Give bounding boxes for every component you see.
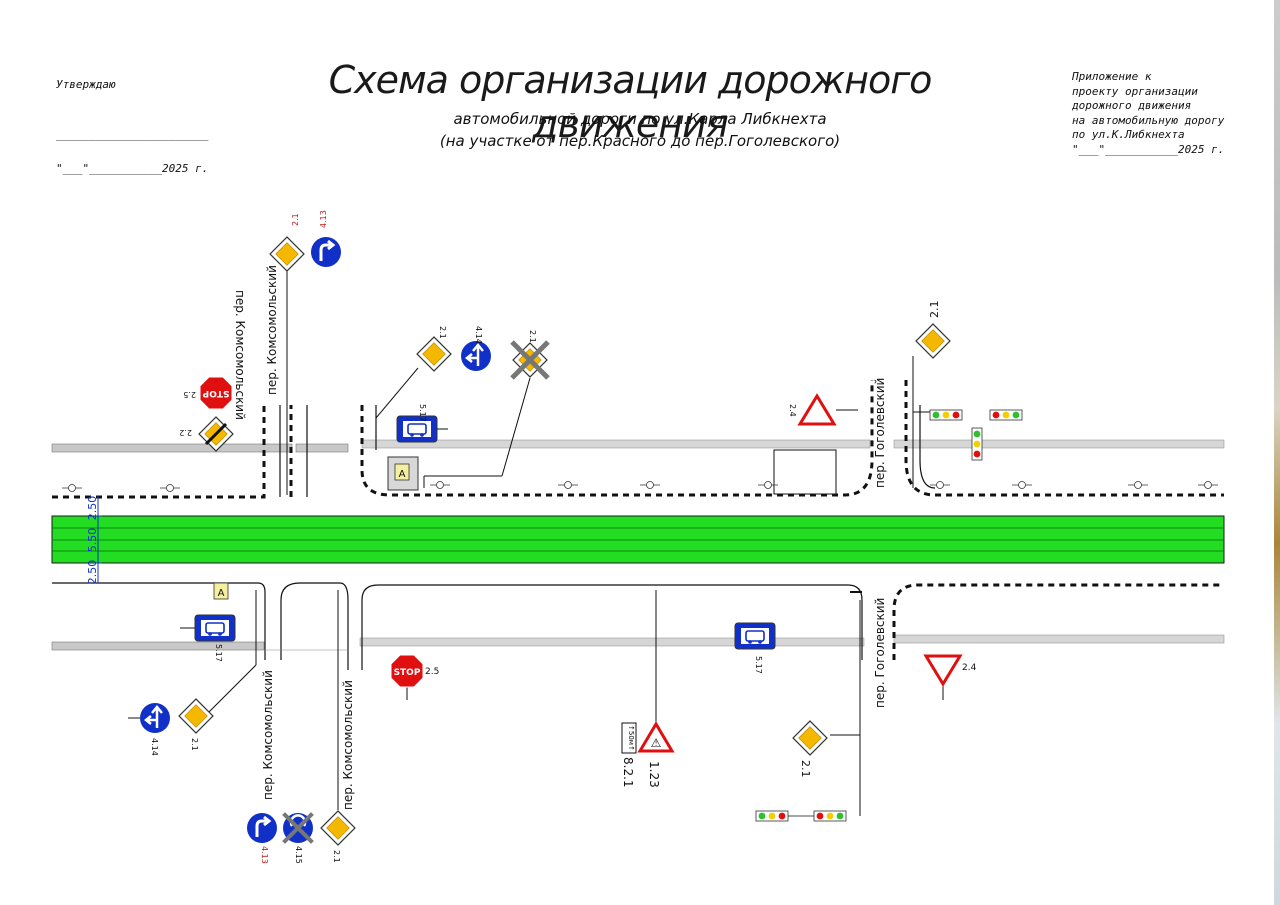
street-label-komsomolsky: пер. Комсомольский [265, 265, 279, 395]
sidewalk [893, 634, 1225, 644]
priority-road-sign [792, 720, 828, 756]
sign-code-label: 5.17 [754, 656, 763, 674]
end-priority-road-sign [198, 416, 234, 452]
sign-code-label: 2.1 [799, 760, 812, 778]
road-edge-north [52, 380, 1224, 499]
main-carriageway [51, 515, 1225, 564]
bus-stop-letter: А [218, 588, 225, 599]
roundabout-sign-removed [283, 813, 313, 843]
bus-stop-pavilion: А [213, 582, 229, 600]
sign-code-label: 4.15 [294, 846, 303, 864]
stop-sign-text: STOP [394, 668, 421, 678]
sign-code-label: 4.14 [474, 326, 483, 344]
road-edge-south-dashed [892, 583, 1224, 660]
approve-signature-line: _______________________ [56, 128, 209, 141]
sign-code-label: 2.1 [291, 213, 300, 226]
appendix-line: Приложение к [1072, 70, 1152, 83]
bus-stop-sign [734, 622, 776, 650]
bus-stop-sign [194, 614, 236, 642]
traffic-light [813, 810, 847, 822]
appendix-block: Приложение к проекту организации дорожно… [1072, 70, 1224, 157]
dimension-label: 5.50 [86, 528, 99, 553]
dimension-line: 2.50 5.50 2.50 [86, 496, 102, 585]
street-label-gogolevsky: пер. Гоголевский [873, 598, 887, 708]
sign-code-label: 2.4 [962, 663, 977, 673]
sign-code-label: 2.5 [183, 390, 196, 399]
sign-code-label: 2.1 [928, 301, 941, 319]
traffic-light [929, 409, 963, 421]
sign-leader-lines [207, 270, 944, 816]
straight-or-left-sign [138, 701, 172, 735]
sign-code-label: 2.1 [438, 326, 447, 339]
approve-label: Утверждаю [56, 78, 116, 91]
street-label-komsomolsky: пер. Комсомольский [261, 670, 275, 800]
distance-plate-text: ↑50м↑ [627, 725, 635, 751]
street-label-komsomolsky: пер. Комсомольский [341, 680, 355, 810]
sidewalk [51, 443, 293, 453]
appendix-line: проекту организации [1072, 84, 1198, 98]
yield-sign [924, 654, 962, 686]
appendix-line: на автомобильную дорогу [1072, 113, 1225, 127]
sign-code-label: 4.13 [319, 210, 328, 228]
sign-code-label: 2.2 [179, 428, 192, 437]
appendix-line: "___"___________2025 г. [1072, 142, 1225, 156]
yield-sign [798, 394, 836, 426]
priority-road-sign-removed [512, 342, 548, 378]
sidewalk [361, 439, 871, 449]
sign-code-label: 2.4 [788, 404, 797, 417]
page-edge-strip [1274, 0, 1280, 905]
approve-date: "___"___________2025 г. [56, 162, 209, 175]
priority-road-sign [320, 810, 356, 846]
sign-code-label: 4.13 [260, 846, 269, 864]
sidewalk [51, 641, 265, 651]
dimension-label: 2.50 [86, 560, 99, 585]
sign-code-label: 2.5 [425, 667, 439, 677]
straight-or-left-sign [459, 339, 493, 373]
sign-code-label: 2.1 [528, 330, 537, 343]
appendix-line: по ул.К.Либкнехта [1072, 128, 1185, 141]
priority-road-sign [416, 336, 452, 372]
traffic-light [971, 427, 983, 461]
road-edge-north-solid [279, 405, 936, 497]
sidewalk [893, 439, 1225, 449]
bus-stop-pavilion: А [387, 456, 419, 491]
sign-code-label: 5.17 [214, 644, 223, 662]
street-label-gogolevsky: пер. Гоголевский [873, 378, 887, 488]
bus-stop-sign [396, 415, 438, 443]
traffic-light [989, 409, 1023, 421]
stop-sign-text: STOP [202, 388, 229, 398]
page-subtitle-2: (на участке от пер.Красного до пер.Гогол… [439, 132, 841, 150]
appendix-line: дорожного движения [1072, 99, 1192, 112]
sign-code-label: 8.2.1 [621, 757, 635, 788]
turn-right-sign [245, 811, 279, 845]
street-label-komsomolsky: пер. Комсомольский [233, 290, 247, 420]
distance-plate: ↑50м↑ [621, 722, 637, 754]
building-outline [773, 449, 837, 495]
sign-code-label: 2.1 [190, 738, 199, 751]
priority-road-sign [915, 323, 951, 359]
sign-code-label: 5.17 [418, 404, 427, 422]
turn-right-sign [309, 235, 343, 269]
sign-code-label: 4.14 [150, 738, 159, 756]
lighting-poles [62, 481, 1218, 492]
priority-road-sign [178, 698, 214, 734]
page-subtitle-1: автомобильной дороги по ул.Карла Либкнех… [453, 110, 827, 128]
sidewalk [359, 637, 865, 647]
children-crossing-sign [638, 722, 674, 753]
road-edge-south [52, 582, 863, 670]
dimension-label: 2.50 [86, 496, 99, 521]
sign-code-label: 1.23 [647, 761, 661, 788]
sidewalk [295, 443, 349, 453]
traffic-light [755, 810, 789, 822]
sign-code-label: 2.1 [332, 850, 341, 863]
bus-stop-letter: А [399, 469, 406, 480]
page-title: Схема организации дорожного движения [328, 58, 933, 146]
